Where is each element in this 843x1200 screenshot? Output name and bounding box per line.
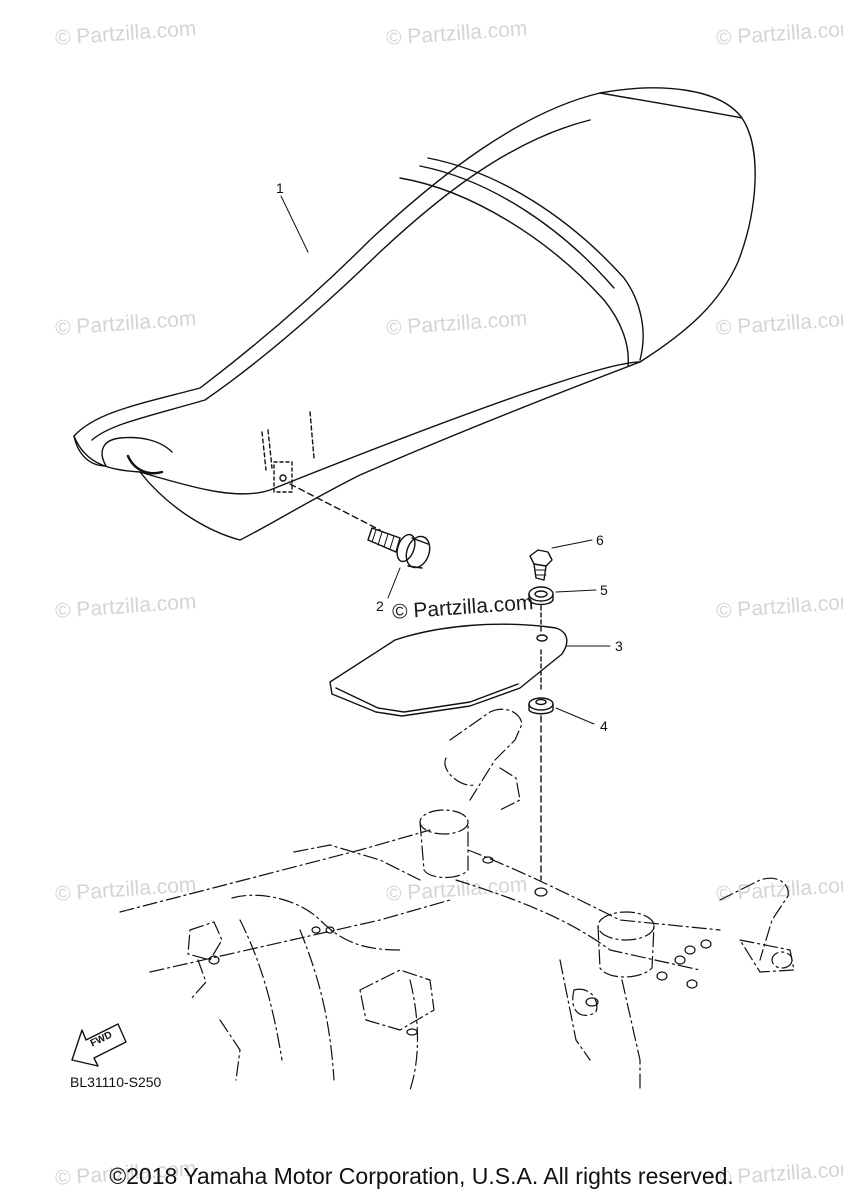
damper-4-part [528, 697, 554, 881]
fwd-arrow-icon [71, 1023, 127, 1067]
callout-5: 5 [600, 582, 608, 598]
callout-6: 6 [596, 532, 604, 548]
callout-3: 3 [615, 638, 623, 654]
leader-lines [280, 195, 611, 725]
callout-2: 2 [376, 598, 384, 614]
seat-part [73, 87, 756, 541]
callout-4: 4 [600, 718, 608, 734]
bolt-part [367, 527, 431, 569]
frame-outline [119, 708, 795, 1091]
bolt-6-part [529, 549, 553, 581]
diagram-code: BL31110-S250 [70, 1074, 162, 1090]
callout-1: 1 [276, 180, 284, 196]
frame-holes [208, 856, 712, 1036]
copyright-footer: ©2018 Yamaha Motor Corporation, U.S.A. A… [109, 1163, 734, 1189]
collar-5-part [528, 586, 554, 606]
plate-part [329, 605, 568, 717]
